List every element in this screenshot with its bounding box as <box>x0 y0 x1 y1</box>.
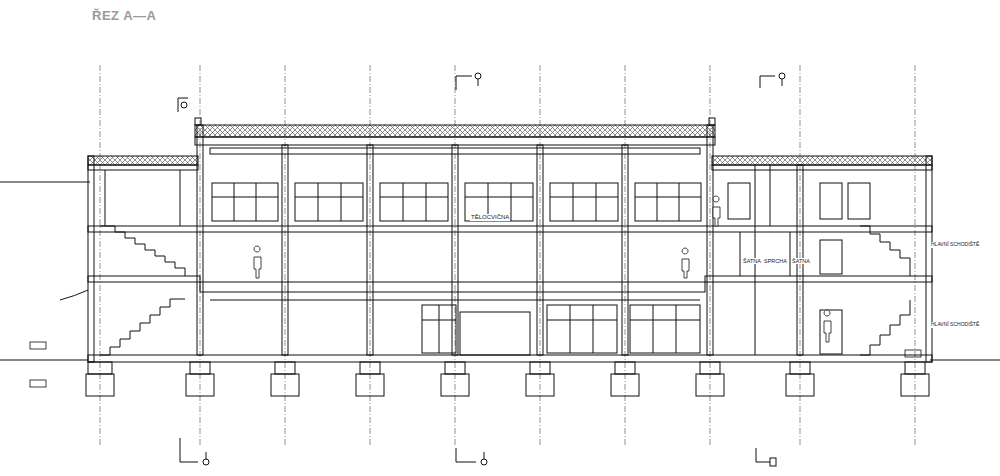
room-label: TĚLOCVIČNA <box>470 214 510 221</box>
drawing-title: ŘEZ A—A <box>92 8 156 23</box>
room-label: ŠATNA <box>791 258 811 264</box>
room-label: ŠATNA <box>742 258 762 264</box>
room-label: HLAVNÍ SCHODIŠTĚ <box>930 322 980 328</box>
room-label: HLAVNÍ SCHODIŠTĚ <box>930 242 980 248</box>
room-label: SPRCHA <box>763 258 788 264</box>
